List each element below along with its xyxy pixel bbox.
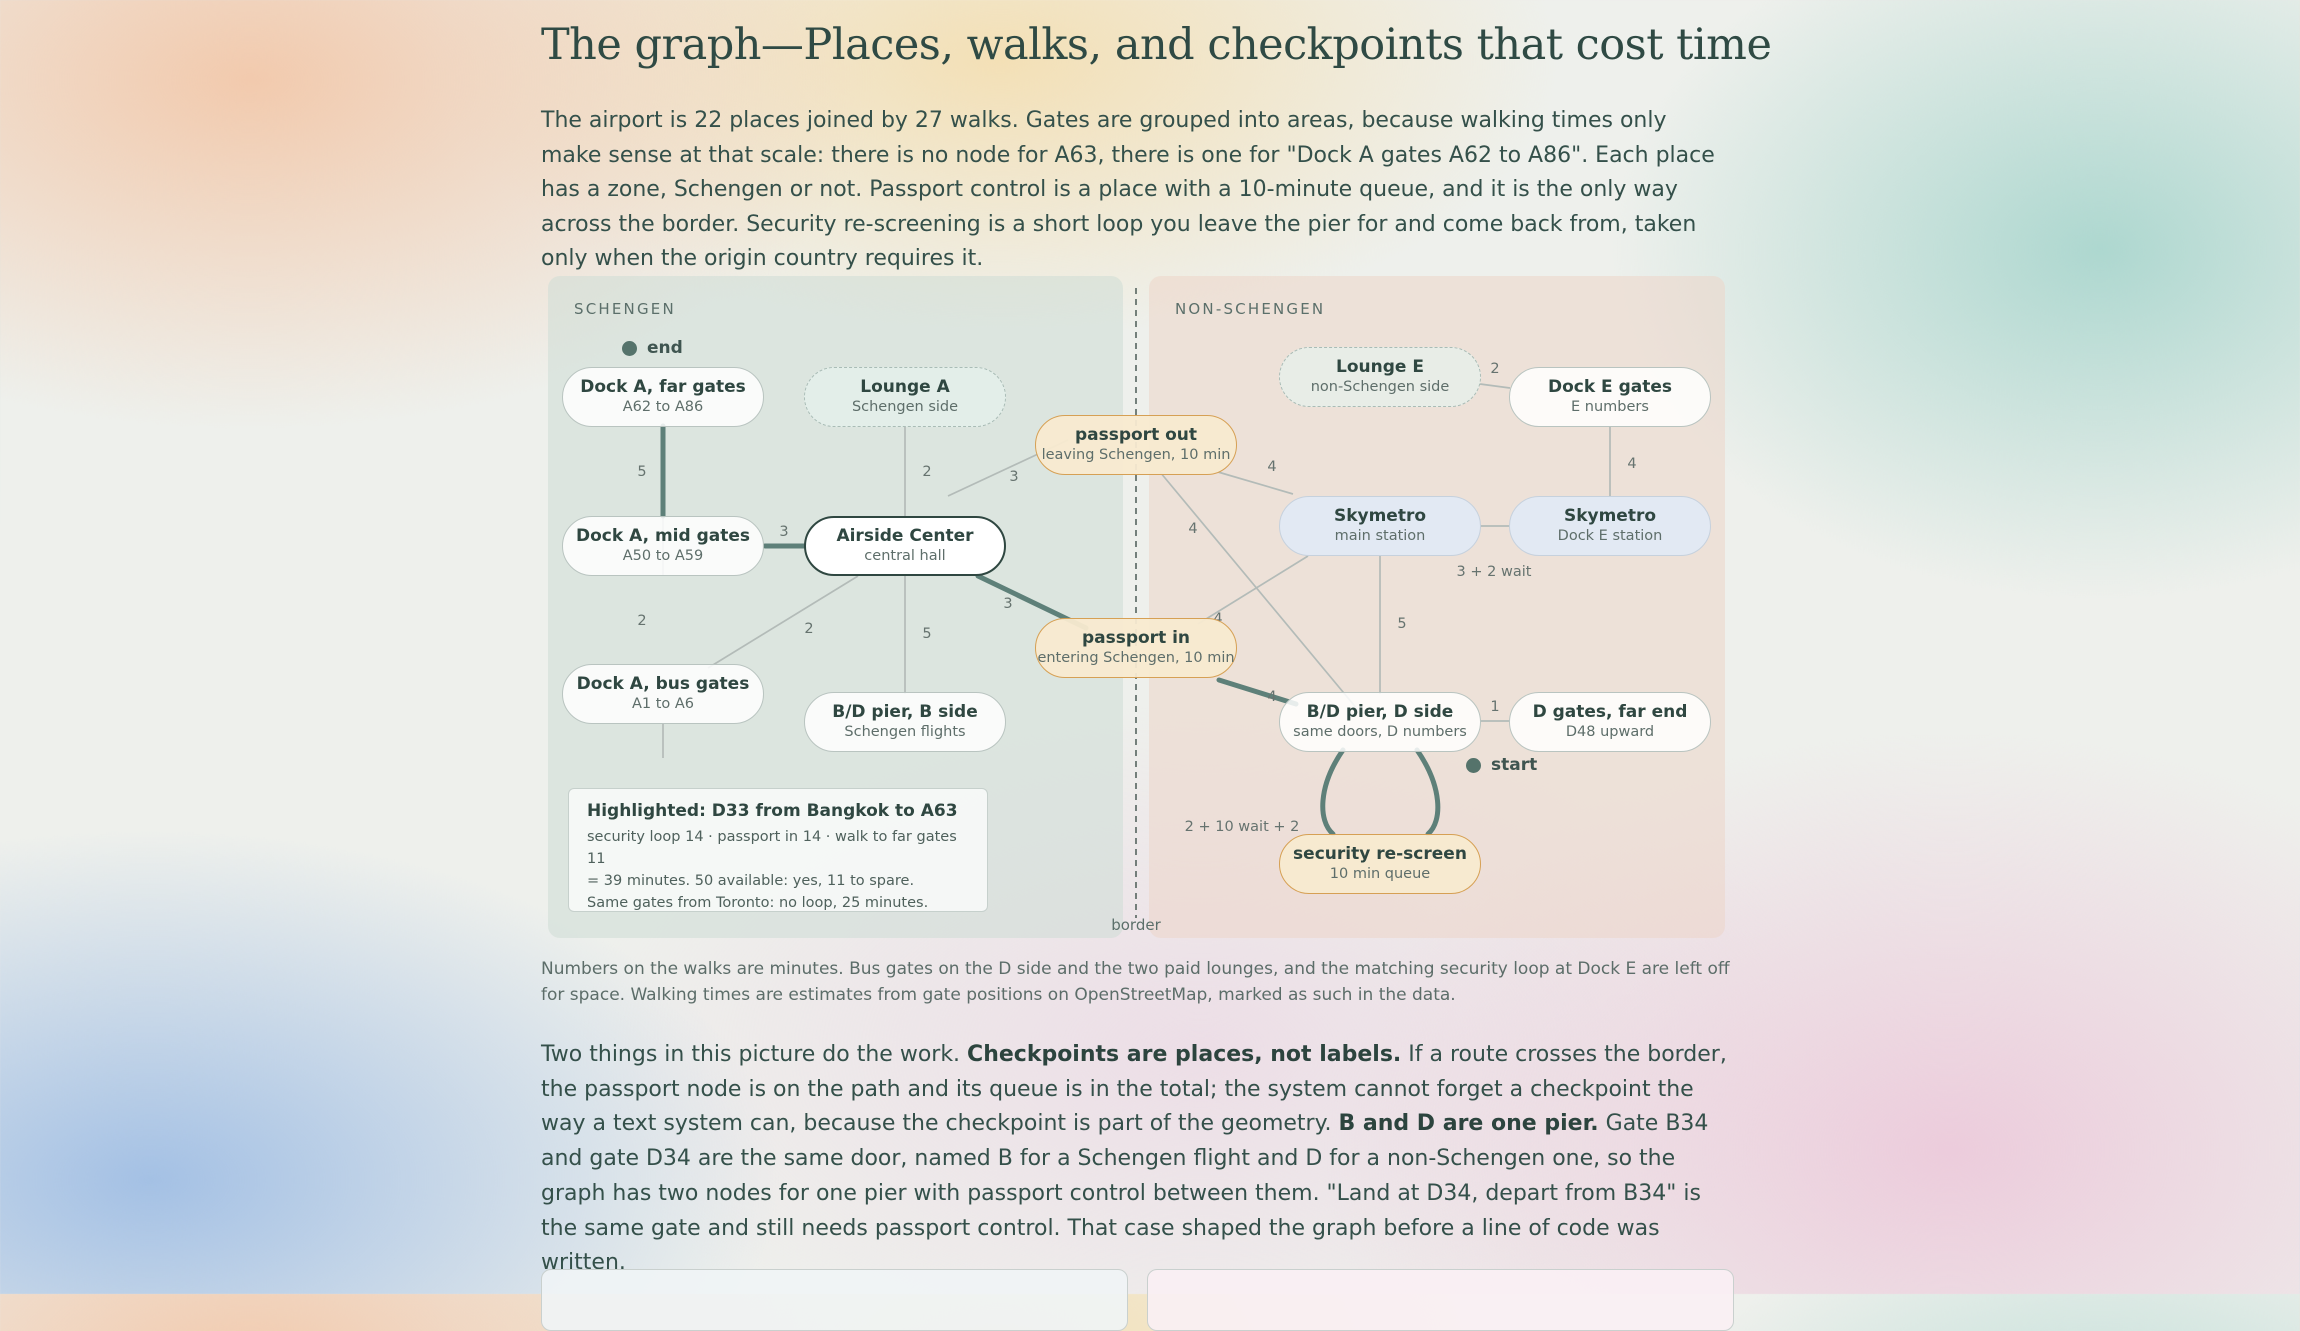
edge-label: 2: [1490, 361, 1500, 377]
body-paragraph: Two things in this picture do the work. …: [541, 1038, 1733, 1281]
node-dock-e-gates[interactable]: Dock E gates E numbers: [1509, 367, 1711, 427]
node-subtitle: entering Schengen, 10 min: [1037, 650, 1235, 666]
node-lounge-e[interactable]: Lounge E non-Schengen side: [1279, 347, 1481, 407]
edge-label: 4: [1267, 689, 1277, 705]
edge-label: 3: [1003, 596, 1013, 612]
highlighted-route-box: Highlighted: D33 from Bangkok to A63 sec…: [568, 788, 988, 912]
node-title: passport out: [1074, 425, 1198, 445]
airport-graph-figure: SCHENGEN NON-SCHENGEN: [548, 276, 1725, 938]
edge-pout-bdd: [1159, 471, 1359, 711]
node-passport-out[interactable]: passport out leaving Schengen, 10 min: [1035, 415, 1237, 475]
edge-label: 1: [1490, 699, 1500, 715]
edge-label: 3: [779, 524, 789, 540]
edge-security-loop-out: [1320, 747, 1346, 837]
node-subtitle: Schengen flights: [844, 724, 966, 740]
node-title: Airside Center: [836, 526, 974, 546]
start-dot-icon: [1466, 757, 1481, 773]
border-label: border: [1111, 916, 1161, 934]
node-title: Skymetro: [1563, 506, 1657, 526]
node-bd-pier-d-side[interactable]: B/D pier, D side same doors, D numbers: [1279, 692, 1481, 752]
end-label: end: [647, 338, 683, 358]
body-emphasis: B and D are one pier.: [1338, 1111, 1599, 1137]
node-dock-a-far-gates[interactable]: Dock A, far gates A62 to A86: [562, 367, 764, 427]
node-lounge-a[interactable]: Lounge A Schengen side: [804, 367, 1006, 427]
schengen-zone-label: SCHENGEN: [574, 300, 676, 318]
node-subtitle: leaving Schengen, 10 min: [1041, 447, 1231, 463]
node-title: Dock A, far gates: [580, 377, 746, 397]
node-title: Dock E gates: [1547, 377, 1673, 397]
highlight-title: Highlighted: D33 from Bangkok to A63: [587, 801, 958, 821]
node-subtitle: E numbers: [1571, 399, 1649, 415]
highlight-line: Same gates from Toronto: no loop, 25 min…: [587, 895, 929, 911]
edge-pout-skymetro: [1217, 471, 1294, 495]
edge-label: 2 + 10 wait + 2: [1184, 819, 1300, 835]
node-subtitle: 10 min queue: [1329, 866, 1431, 882]
node-skymetro-main-station[interactable]: Skymetro main station: [1279, 496, 1481, 556]
node-bd-pier-b-side[interactable]: B/D pier, B side Schengen flights: [804, 692, 1006, 752]
node-subtitle: A1 to A6: [631, 696, 695, 712]
edge-label: 4: [1627, 456, 1637, 472]
card-left: [541, 1269, 1128, 1331]
edge-label: 2: [922, 464, 932, 480]
edge-pin-bdd: [1216, 677, 1299, 707]
node-subtitle: A62 to A86: [622, 399, 704, 415]
edge-label: 5: [637, 464, 647, 480]
end-marker: end: [622, 338, 683, 358]
node-d-gates-far-end[interactable]: D gates, far end D48 upward: [1509, 692, 1711, 752]
figure-caption: Numbers on the walks are minutes. Bus ga…: [541, 959, 1730, 1005]
edge-label: 4: [1267, 459, 1277, 475]
start-marker: start: [1466, 755, 1537, 775]
node-title: B/D pier, B side: [832, 702, 978, 722]
edge-label: 2: [637, 613, 647, 629]
node-title: passport in: [1081, 628, 1191, 648]
node-subtitle: A50 to A59: [622, 548, 704, 564]
edge-loungee-docke: [1479, 383, 1511, 389]
page-title: The graph—Places, walks, and checkpoints…: [541, 20, 1772, 70]
node-airside-center[interactable]: Airside Center central hall: [804, 516, 1006, 576]
highlight-line: security loop 14 · passport in 14 · walk…: [587, 829, 957, 867]
node-title: Lounge E: [1336, 357, 1424, 377]
intro-paragraph: The airport is 22 places joined by 27 wa…: [541, 108, 1715, 271]
node-title: Skymetro: [1333, 506, 1427, 526]
edge-label: 5: [922, 626, 932, 642]
node-title: security re-screen: [1293, 844, 1467, 864]
node-subtitle: Schengen side: [851, 399, 959, 415]
node-subtitle: same doors, D numbers: [1293, 724, 1467, 740]
node-subtitle: Dock E station: [1557, 528, 1663, 544]
node-title: Lounge A: [860, 377, 950, 397]
node-subtitle: D48 upward: [1565, 724, 1655, 740]
node-passport-in[interactable]: passport in entering Schengen, 10 min: [1035, 618, 1237, 678]
node-dock-a-bus-gates[interactable]: Dock A, bus gates A1 to A6: [562, 664, 764, 724]
edge-label: 4: [1188, 521, 1198, 537]
node-title: Dock A, mid gates: [576, 526, 750, 546]
edge-skymetro-pin: [1197, 555, 1309, 625]
edge-label: 2: [804, 621, 814, 637]
body-text: Two things in this picture do the work.: [541, 1042, 968, 1067]
node-subtitle: central hall: [864, 548, 946, 564]
edge-security-loop-back: [1414, 747, 1441, 837]
body-text: Gate B34 and gate D34 are the same door,…: [541, 1111, 1709, 1276]
node-security-re-screen[interactable]: security re-screen 10 min queue: [1279, 834, 1481, 894]
highlight-line: = 39 minutes. 50 available: yes, 11 to s…: [587, 873, 915, 889]
card-right: [1147, 1269, 1734, 1331]
edge-airside-bus: [707, 575, 859, 669]
edge-label: 4: [1213, 611, 1223, 627]
edge-label: 3: [1009, 469, 1019, 485]
node-skymetro-dock-e-station[interactable]: Skymetro Dock E station: [1509, 496, 1711, 556]
start-label: start: [1491, 755, 1538, 775]
edge-label: 3 + 2 wait: [1456, 564, 1532, 580]
body-text: If a route crosses the border, the passp…: [541, 1042, 1727, 1137]
node-title: B/D pier, D side: [1306, 702, 1454, 722]
node-title: D gates, far end: [1532, 702, 1688, 722]
end-dot-icon: [622, 340, 637, 356]
node-subtitle: main station: [1334, 528, 1426, 544]
non-schengen-zone-label: NON-SCHENGEN: [1175, 300, 1326, 318]
body-emphasis: Checkpoints are places, not labels.: [967, 1042, 1402, 1067]
node-title: Dock A, bus gates: [576, 674, 750, 694]
node-dock-a-mid-gates[interactable]: Dock A, mid gates A50 to A59: [562, 516, 764, 576]
node-subtitle: non-Schengen side: [1310, 379, 1450, 395]
edge-label: 5: [1397, 616, 1407, 632]
